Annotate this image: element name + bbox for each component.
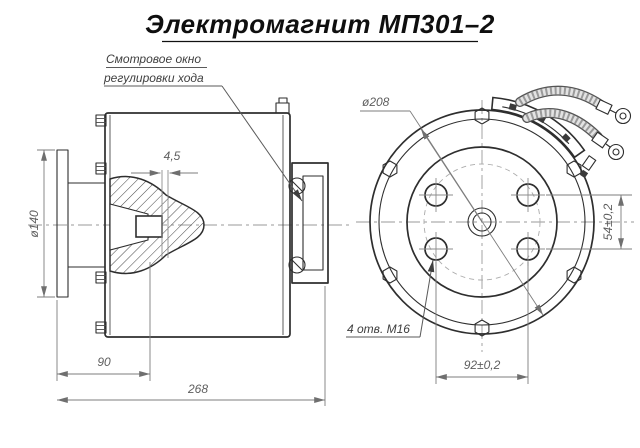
front-face-circle [406,146,558,298]
inspection-window-cover [288,162,329,284]
body-barrel-circle [378,118,586,326]
dimension-air-gap: 4,5 [131,149,198,176]
sight-window-callout: Смотровое окно регулировки хода [103,52,303,202]
dimension-front-diameter: ø208 [360,95,544,316]
drawing-title: Электромагнит МП301–2 [145,9,495,39]
holes-note-label: 4 отв. М16 [347,322,410,336]
center-boss-circle [467,207,497,237]
sight-window-leader [221,85,303,202]
dimension-flange-diameter: ø140 [27,149,55,298]
front-view: ø208 54±0,2 92±0,2 4 отв. М16 [346,85,634,384]
dimension-90: 90 [56,262,151,381]
holes-callout: 4 отв. М16 [346,259,435,338]
flange-diameter-value: ø140 [27,210,41,238]
dimension-268: 268 [57,286,326,406]
body-bolts [95,97,290,334]
sight-window-label-line2: регулировки хода [103,71,204,85]
dim-54-value: 54±0,2 [601,203,615,240]
side-section-view: Смотровое окно регулировки хода 4,5 ø140… [27,52,350,406]
m16-holes [419,178,545,266]
holes-note-leader [419,259,435,338]
armature-end [135,215,163,238]
mounting-flange [56,149,69,298]
terminal-strip [490,96,597,179]
wire-lug-bottom [591,131,625,161]
center-hole-circle [472,212,492,232]
inner-dashed-circle [423,163,541,281]
dimension-92: 92±0,2 [435,262,529,384]
dim-92-value: 92±0,2 [464,358,501,372]
dimension-54: 54±0,2 [546,194,632,250]
front-diameter-value: ø208 [362,95,390,109]
sight-window-label-line1: Смотровое окно [106,52,201,66]
outer-flange-circle [369,109,595,335]
dim-268-value: 268 [187,382,208,396]
dim-90-value: 90 [97,355,111,369]
electromagnet-body [104,112,291,338]
rim-hex-bolts [382,107,582,337]
lead-wires [515,85,632,161]
air-gap-value: 4,5 [164,149,181,163]
wire-lug-top [595,98,632,125]
